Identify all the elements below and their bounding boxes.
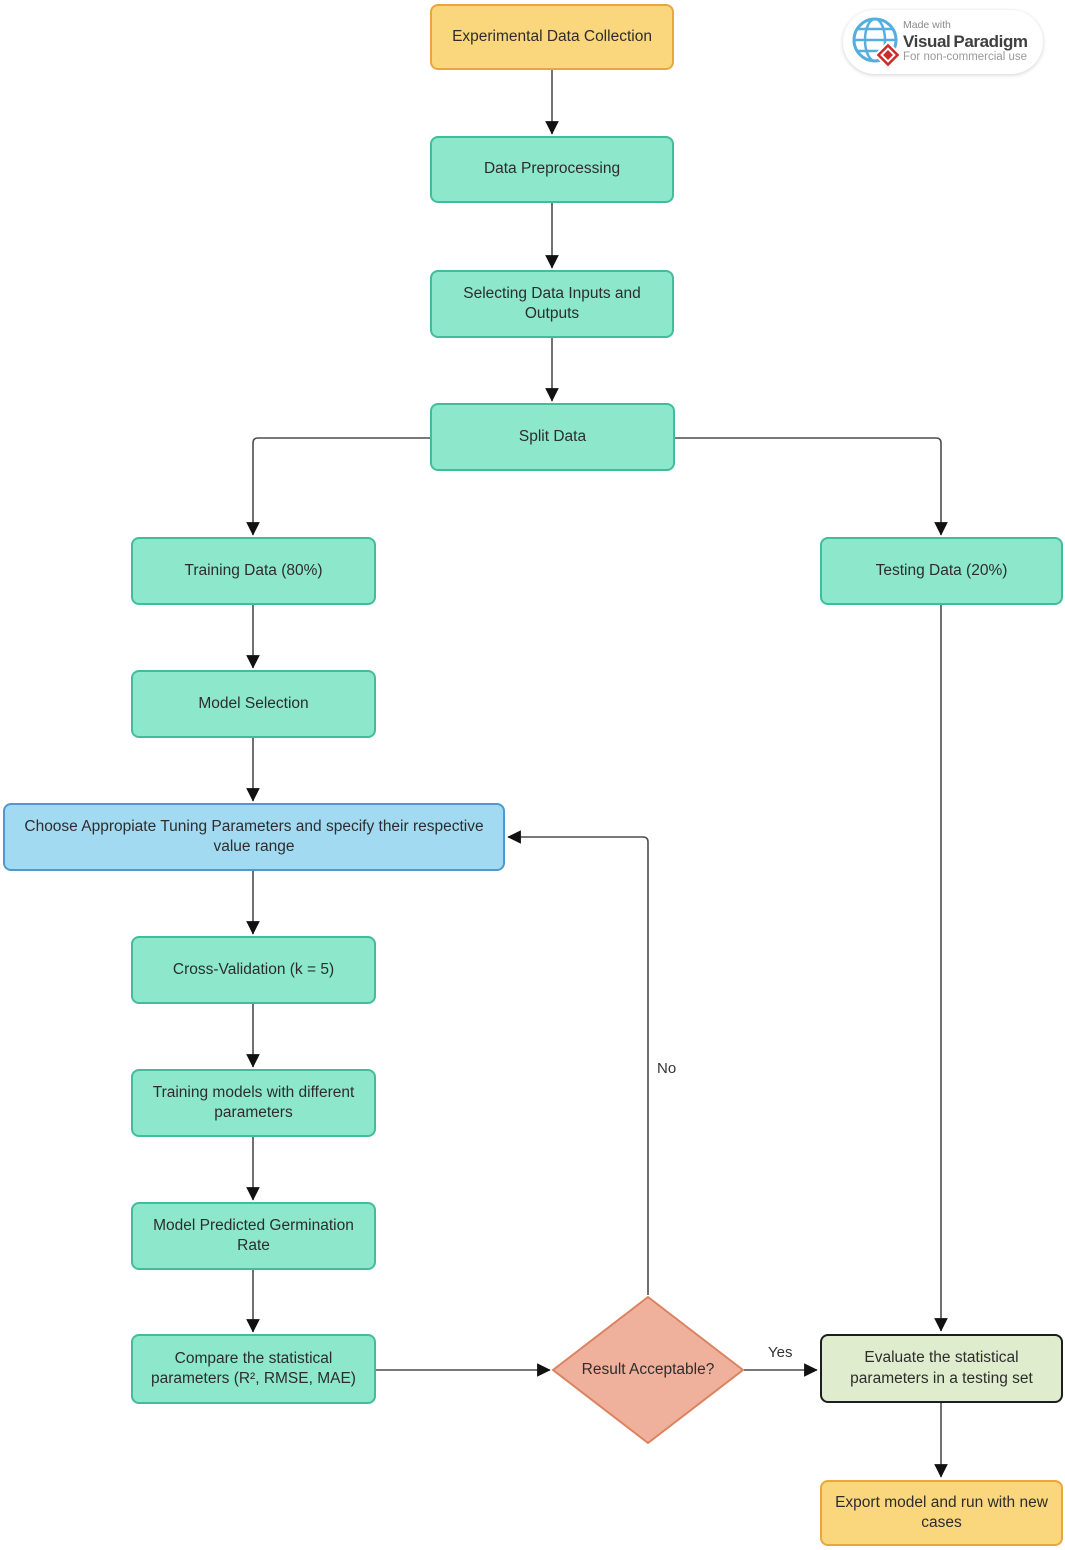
node-export-model: Export model and run with new cases [820,1480,1063,1546]
vp-diamond-icon [873,40,903,70]
node-label: Choose Appropiate Tuning Parameters and … [24,817,484,855]
node-model-selection: Model Selection [131,670,376,738]
node-compare-statistical-parameters: Compare the statistical parameters (R², … [131,1334,376,1404]
node-model-predicted-germination-rate: Model Predicted Germination Rate [131,1202,376,1270]
node-cross-validation: Cross-Validation (k = 5) [131,936,376,1004]
node-label: Model Selection [198,694,309,712]
edge-decision-no-loop [507,830,649,1295]
edge-label-yes: Yes [766,1344,795,1361]
node-experimental-data-collection: Experimental Data Collection [430,4,674,70]
node-label: Selecting Data Inputs and Outputs [463,284,641,322]
decision-diamond-shape [552,1296,744,1444]
node-label: Experimental Data Collection [452,27,652,45]
node-label: Evaluate the statistical parameters in a… [850,1349,1033,1387]
node-training-data: Training Data (80%) [131,537,376,605]
node-label: Model Predicted Germination Rate [153,1216,354,1254]
node-label: Compare the statistical parameters (R², … [151,1349,356,1387]
node-label: Testing Data (20%) [875,561,1008,579]
edge-split-to-testing [675,437,948,536]
node-label: Cross-Validation (k = 5) [172,960,335,978]
edge-split-to-training [246,437,430,536]
node-split-data: Split Data [430,403,675,471]
node-testing-data: Testing Data (20%) [820,537,1063,605]
node-evaluate-statistical-parameters: Evaluate the statistical parameters in a… [820,1334,1063,1403]
node-label: Result Acceptable? [581,1361,715,1378]
node-label: Training Data (80%) [184,561,323,579]
made-with-text: Made with [903,19,951,32]
visual-paradigm-logo-icon [843,12,905,72]
node-label: Data Preprocessing [483,160,621,178]
license-text: For non-commercial use [903,50,1027,63]
node-label: Training models with different parameter… [152,1083,355,1121]
node-data-preprocessing: Data Preprocessing [430,136,674,203]
node-choose-tuning-parameters: Choose Appropiate Tuning Parameters and … [3,803,505,871]
node-training-models: Training models with different parameter… [131,1069,376,1137]
node-label: Split Data [518,427,587,445]
node-label: Export model and run with new cases [835,1493,1048,1531]
edge-label-no: No [655,1060,679,1077]
node-selecting-data-inputs-outputs: Selecting Data Inputs and Outputs [430,270,674,338]
node-result-acceptable: Result Acceptable? [552,1296,744,1444]
